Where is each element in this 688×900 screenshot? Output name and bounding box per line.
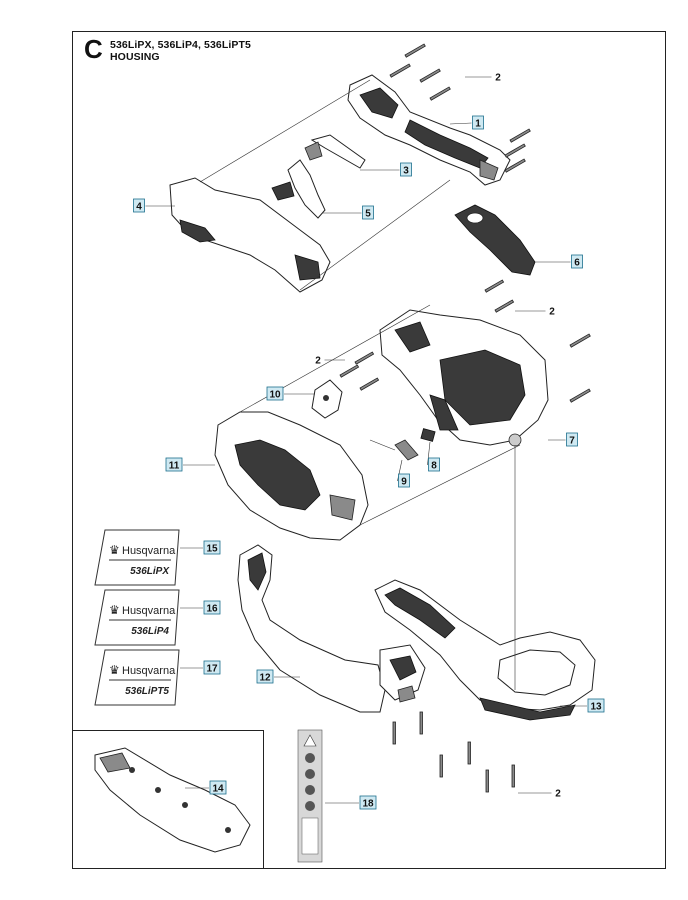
callout-label: 2 [495, 73, 501, 84]
decal-model: 536LiPT5 [125, 686, 169, 697]
part-11-front-housing [214, 304, 521, 541]
callout-label: 14 [212, 784, 224, 795]
callout-6: 6 [535, 254, 583, 269]
callout-label: 9 [401, 477, 407, 488]
callout-14: 14 [185, 780, 227, 795]
decal-logo-mark: ♛ [109, 603, 120, 617]
decal-16: ♛Husqvarna 536LiP4 [94, 589, 180, 646]
callout-label: 16 [206, 604, 218, 615]
callout-11: 11 [165, 457, 215, 472]
callout-7: 7 [548, 432, 578, 447]
callout-8: 8 [427, 441, 440, 472]
callout-18: 18 [325, 795, 377, 810]
part-1-rear-housing [347, 74, 511, 186]
callout-3: 3 [360, 162, 412, 177]
diagram-frame [72, 31, 666, 869]
part-4-handle-tray [169, 79, 451, 293]
callout-2-3: 2 [315, 356, 345, 367]
callout-label: 7 [569, 436, 575, 447]
callout-label: 10 [269, 390, 281, 401]
callout-label: 5 [365, 209, 371, 220]
callout-label: 8 [431, 461, 437, 472]
callout-label: 18 [362, 799, 374, 810]
decal-logo-mark: ♛ [109, 663, 120, 677]
part-5-trigger [271, 159, 326, 219]
part-9-spring [369, 439, 419, 461]
screw-group-upper [389, 43, 531, 173]
callout-label: 12 [259, 673, 271, 684]
page-title: HOUSING [110, 51, 160, 63]
callout-16: 16 [180, 600, 221, 615]
callout-label: 6 [574, 258, 580, 269]
callout-label: 17 [206, 664, 218, 675]
callout-label: 15 [206, 544, 218, 555]
decals-layer: ♛Husqvarna536LiPX♛Husqvarna536LiP4♛Husqv… [94, 529, 180, 706]
part-18-warning-label [297, 729, 323, 863]
part-13-rear-handle [374, 579, 596, 721]
callout-10: 10 [266, 386, 315, 401]
callout-12: 12 [256, 669, 300, 684]
decal-model: 536LiPX [130, 566, 170, 577]
callout-13: 13 [560, 698, 605, 713]
part-6-grip-cover [454, 204, 536, 276]
decal-brand: Husqvarna [122, 665, 176, 677]
part-7-motor-housing [379, 309, 549, 447]
callout-9: 9 [397, 459, 410, 488]
part-8-switch [420, 428, 436, 442]
callout-5: 5 [322, 205, 374, 220]
models-line: 536LiPX, 536LiP4, 536LiPT5 [110, 39, 251, 51]
callout-1: 1 [449, 115, 484, 130]
callout-15: 15 [180, 540, 221, 555]
callout-2-2: 2 [515, 307, 555, 318]
decal-15: ♛Husqvarna 536LiPX [94, 529, 180, 586]
decal-brand: Husqvarna [122, 545, 176, 557]
decal-17: ♛Husqvarna 536LiPT5 [94, 649, 180, 706]
inset-frame [72, 730, 264, 869]
callout-label: 2 [315, 356, 321, 367]
screw-group-lower [392, 711, 515, 793]
part-12-loop-handle [237, 544, 426, 713]
callout-label: 1 [475, 119, 481, 130]
callout-label: 11 [169, 461, 180, 472]
callout-label: 3 [403, 166, 409, 177]
decal-model: 536LiP4 [131, 626, 169, 637]
section-letter: C [84, 34, 103, 64]
decal-logo-mark: ♛ [109, 543, 120, 557]
callout-label: 2 [549, 307, 555, 318]
callout-label: 2 [555, 789, 561, 800]
part-10-bracket [311, 379, 343, 419]
callout-17: 17 [180, 660, 221, 675]
callout-label: 13 [590, 702, 602, 713]
decal-brand: Husqvarna [122, 605, 176, 617]
callout-4: 4 [133, 198, 175, 213]
callout-2: 2 [465, 73, 501, 84]
screw-group-middle [339, 279, 591, 403]
callout-2-4: 2 [518, 789, 561, 800]
part-14-bottom-cover [94, 747, 251, 853]
part-3-spring [304, 134, 366, 169]
callout-label: 4 [136, 202, 142, 213]
